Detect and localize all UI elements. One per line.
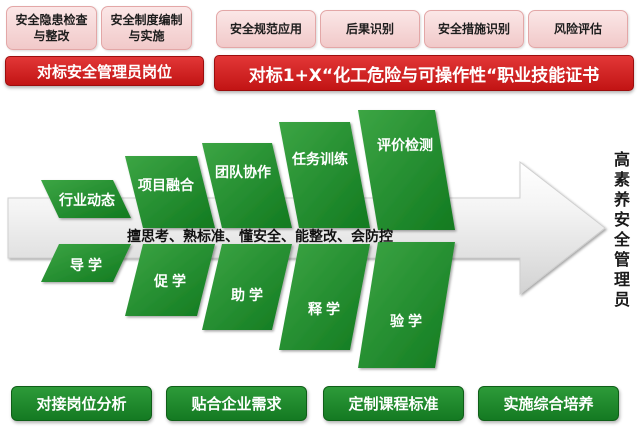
top-left-banner: 对标安全管理员岗位 bbox=[5, 56, 204, 86]
lower-block-4 bbox=[279, 244, 370, 350]
lower-block-1 bbox=[41, 244, 131, 282]
top-right-item-2: 后果识别 bbox=[320, 10, 420, 48]
upper-block-5-label: 评价检测 bbox=[377, 137, 433, 154]
top-left-banner-label: 对标安全管理员岗位 bbox=[36, 62, 172, 81]
bottom-button-2-label: 贴合企业需求 bbox=[191, 395, 282, 413]
top-left-item-1: 安全隐患检查与整改 bbox=[6, 6, 97, 50]
upper-block-3-label: 团队协作 bbox=[215, 164, 271, 181]
lower-block-2-label: 促学 bbox=[153, 273, 190, 290]
top-right-item-2-label: 后果识别 bbox=[345, 22, 394, 36]
lower-block-2 bbox=[125, 244, 215, 316]
lower-block-3 bbox=[202, 244, 292, 330]
bottom-button-4: 实施综合培养 bbox=[478, 386, 619, 421]
bottom-button-2: 贴合企业需求 bbox=[166, 386, 307, 421]
upper-block-2-label: 项目融合 bbox=[138, 177, 195, 194]
upper-block-1 bbox=[41, 180, 131, 218]
lower-block-4-label: 释学 bbox=[308, 301, 344, 318]
top-right-banner: 对标1+X“化工危险与可操作性“职业技能证书 bbox=[214, 55, 634, 91]
top-right-item-4-label: 风险评估 bbox=[553, 22, 602, 36]
goal-text: 高素养安全管理员 bbox=[613, 150, 630, 309]
top-right-item-1-label: 安全规范应用 bbox=[229, 22, 302, 36]
bottom-button-1-label: 对接岗位分析 bbox=[36, 395, 127, 413]
arrow-text: 擅思考、熟标准、懂安全、能整改、会防控 bbox=[127, 228, 393, 245]
upper-block-4 bbox=[279, 122, 370, 228]
top-left-item-1-label: 安全隐患检查与整改 bbox=[15, 13, 88, 43]
upper-block-5 bbox=[358, 110, 455, 230]
upper-block-4-label: 任务训练 bbox=[291, 151, 348, 168]
bottom-button-3: 定制课程标准 bbox=[323, 386, 464, 421]
bottom-button-1: 对接岗位分析 bbox=[11, 386, 152, 421]
lower-block-1-label: 导学 bbox=[70, 257, 106, 274]
top-right-item-3-label: 安全措施识别 bbox=[437, 22, 510, 36]
lower-block-5 bbox=[358, 242, 455, 368]
top-right-banner-label: 对标1+X“化工危险与可操作性“职业技能证书 bbox=[248, 65, 600, 86]
top-left-item-2-label: 安全制度编制与实施 bbox=[110, 13, 183, 43]
bottom-button-3-label: 定制课程标准 bbox=[348, 395, 439, 413]
lower-block-3-label: 助学 bbox=[231, 287, 267, 304]
lower-block-5-label: 验学 bbox=[390, 313, 426, 330]
upper-block-3 bbox=[202, 143, 292, 228]
top-left-item-2: 安全制度编制与实施 bbox=[101, 6, 192, 50]
upper-block-1-label: 行业动态 bbox=[58, 192, 115, 209]
top-right-item-4: 风险评估 bbox=[528, 10, 628, 48]
bottom-button-4-label: 实施综合培养 bbox=[503, 395, 594, 413]
top-right-item-1: 安全规范应用 bbox=[216, 10, 316, 48]
upper-block-2 bbox=[125, 156, 215, 228]
top-right-item-3: 安全措施识别 bbox=[424, 10, 524, 48]
